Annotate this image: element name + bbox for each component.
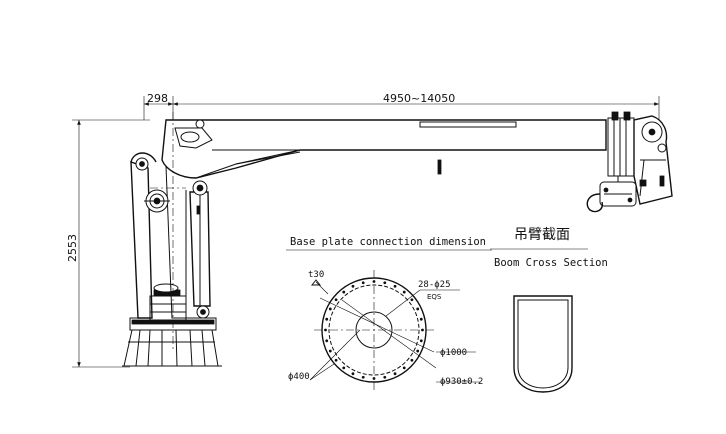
bolt-hole	[361, 375, 365, 379]
bolt-hole	[416, 349, 420, 353]
bolt-hole	[419, 339, 423, 343]
bolt-hole	[328, 349, 332, 353]
bolt-hole	[342, 366, 346, 370]
bolt-hole	[351, 284, 355, 288]
base-plate-eqs: EQS	[427, 293, 442, 301]
crane-boom	[161, 119, 612, 179]
bolt-hole	[328, 307, 332, 311]
bolt-hole	[383, 281, 387, 285]
dimension-height: 2553	[66, 119, 150, 368]
base-plate-title: Base plate connection dimension	[290, 236, 486, 248]
bolt-hole	[383, 375, 387, 379]
boom-head	[607, 111, 673, 205]
lift-cylinder	[189, 180, 211, 319]
bolt-hole	[421, 328, 424, 332]
bolt-hole	[351, 372, 355, 376]
bolt-hole	[334, 298, 338, 302]
base-plate-outer-diameter: ϕ1000	[440, 348, 467, 358]
base-plate-drawing	[309, 270, 480, 390]
bolt-hole	[361, 281, 365, 285]
slewing-unit	[149, 283, 187, 321]
inner-circle	[355, 311, 393, 349]
dimension-boom-length-label: 4950~14050	[383, 92, 455, 105]
bolt-hole	[416, 307, 420, 311]
base-plate-inner-diameter: ϕ400	[288, 372, 310, 382]
boom-section-profile	[513, 295, 573, 393]
base-plate-section: Base plate connection dimension t30 28-ϕ…	[286, 236, 492, 390]
bolt-hole	[393, 284, 397, 288]
boom-cross-section: 吊臂截面 Boom Cross Section	[490, 227, 608, 393]
winch-drum	[144, 189, 170, 213]
bolt-hole	[325, 339, 329, 343]
base-plate-pcd: ϕ930±0.2	[440, 377, 483, 387]
base-plate-bolts: 28-ϕ25	[418, 280, 451, 290]
hook-block	[586, 176, 637, 213]
bolt-hole	[334, 358, 338, 362]
dimension-298-label: 298	[147, 92, 168, 105]
bolt-hole	[402, 366, 406, 370]
crane-side-view	[122, 111, 673, 367]
crane-column	[130, 152, 187, 319]
bolt-hole	[402, 290, 406, 294]
dimension-boom-length: 4950~14050	[173, 92, 660, 120]
bolt-hole	[393, 372, 397, 376]
dimension-298: 298	[143, 92, 174, 120]
bolt-hole	[410, 358, 414, 362]
bolt-hole	[325, 317, 329, 321]
boom-section-title-cn: 吊臂截面	[514, 227, 570, 243]
bolt-hole	[372, 280, 376, 283]
bolt-holes	[324, 280, 424, 380]
dimension-height-label: 2553	[66, 234, 79, 262]
bolt-hole	[372, 377, 376, 380]
bolt-hole	[342, 290, 346, 294]
bolt-hole	[410, 298, 414, 302]
base-plate-thickness: t30	[308, 270, 324, 280]
bolt-hole	[419, 317, 423, 321]
bolt-hole	[324, 328, 327, 332]
crane-pedestal	[122, 317, 222, 367]
boom-section-title-en: Boom Cross Section	[494, 257, 608, 269]
